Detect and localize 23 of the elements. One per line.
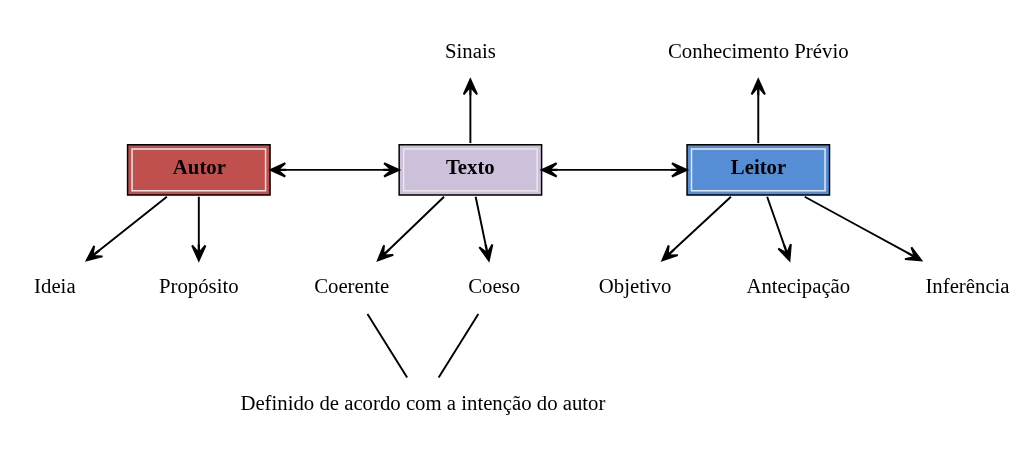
node-text: Objetivo — [598, 273, 672, 297]
arrow — [474, 195, 494, 262]
node-text: Ideia — [34, 273, 76, 297]
connector — [366, 313, 409, 379]
node-text: Coerente — [314, 273, 390, 297]
arrow — [661, 195, 732, 262]
node-text: Antecipação — [746, 273, 851, 297]
arrow — [803, 195, 923, 262]
node-text: Sinais — [444, 39, 496, 63]
arrow — [269, 162, 400, 178]
connector — [437, 313, 480, 379]
arrow — [462, 78, 479, 145]
arrow — [766, 195, 792, 262]
node-text: Conhecimento Prévio — [668, 39, 849, 63]
arrow — [85, 195, 168, 262]
arrow — [750, 78, 766, 145]
arrow — [191, 195, 207, 262]
node-text: Coeso — [468, 273, 521, 297]
arrow — [376, 195, 445, 262]
arrow — [540, 162, 688, 178]
node-text: Propósito — [159, 273, 239, 297]
node-text: Inferência — [925, 273, 1010, 297]
node-text: Definido de acordo com a intenção do autor — [240, 390, 606, 414]
